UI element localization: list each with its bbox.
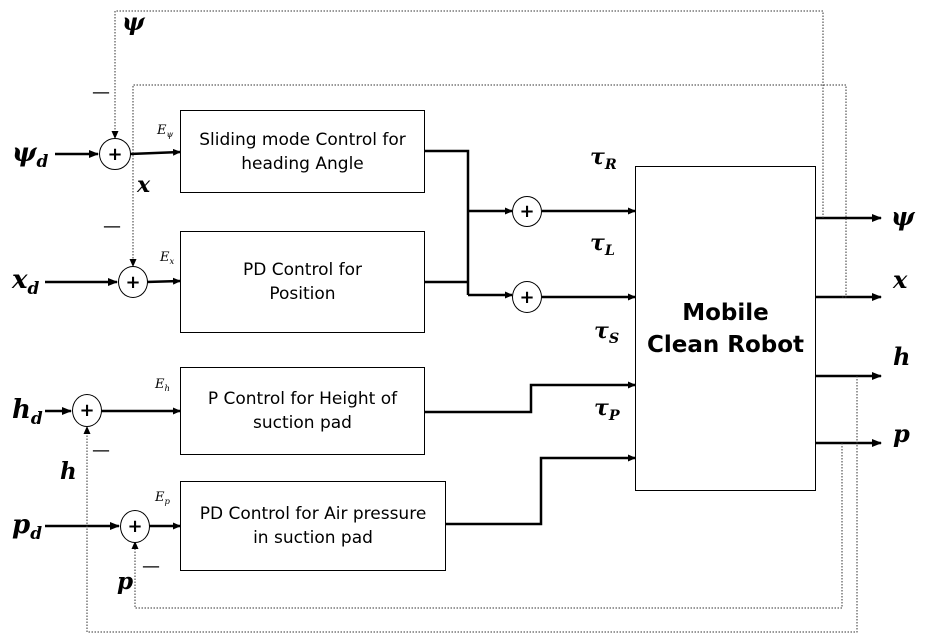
tau-l-label: τL [590, 232, 615, 258]
smc-output-line [425, 149, 470, 295]
minus-sign: — [142, 556, 160, 577]
block-text: Position [269, 284, 336, 304]
block-text: in suction pad [253, 528, 373, 548]
minus-sign: — [92, 82, 110, 103]
sum-junction-h: + [72, 394, 102, 427]
block-text: PD Control for [243, 260, 362, 280]
error-x-label: Ex [160, 251, 174, 265]
error-psi-label: Eψ [157, 124, 173, 138]
p-height-control-block: P Control for Height of suction pad [180, 367, 425, 455]
label-sub: d [30, 407, 43, 428]
block-text: P Control for Height of [207, 389, 398, 409]
label-base: τ [590, 144, 605, 170]
block-text: heading Angle [241, 153, 364, 174]
label-sub: d [27, 277, 40, 298]
label-sub: P [608, 408, 620, 424]
label-sub: d [30, 522, 42, 543]
air-output-line [446, 454, 636, 526]
sum-junction-psi: + [99, 138, 131, 170]
block-text: Sliding mode Control for [199, 129, 406, 150]
feedback-psi-line [111, 10, 824, 218]
label-sub: p [164, 495, 170, 506]
label-sub: d [36, 150, 49, 171]
feedback-h-line [83, 376, 858, 633]
sum-junction-p: + [120, 510, 150, 543]
label-base: ψ [12, 138, 37, 168]
output-p-label: p [893, 419, 910, 448]
label-sub: ψ [166, 128, 174, 139]
minus-sign: — [103, 216, 121, 237]
feedback-x-line [129, 84, 847, 298]
tau-p-label: τP [594, 397, 620, 423]
e-x-line [145, 277, 181, 285]
label-base: τ [594, 318, 609, 344]
pd-air-pressure-control-block: PD Control for Air pressure in suction pa… [180, 481, 446, 571]
feedback-p-line [131, 443, 843, 609]
input-psi-d-label: ψd [12, 140, 48, 170]
feedback-h-label: h [60, 458, 77, 485]
label-sub: S [608, 331, 620, 347]
label-base: E [160, 250, 170, 265]
label-base: x [12, 265, 28, 295]
tau-p-line [425, 381, 636, 414]
output-psi-label: ψ [891, 202, 915, 231]
feedback-x-label: x [137, 172, 151, 198]
label-sub: R [604, 157, 617, 173]
e-psi-line [129, 148, 181, 156]
label-base: τ [590, 230, 605, 256]
feedback-p-label: p [117, 568, 134, 595]
sum-junction-tau-r: + [512, 196, 542, 227]
label-base: E [155, 377, 165, 392]
input-x-d-label: xd [12, 267, 39, 297]
label-sub: x [169, 255, 175, 266]
label-base: p [12, 510, 31, 540]
label-base: E [157, 123, 167, 138]
input-h-d-label: hd [12, 397, 43, 427]
input-p-d-label: pd [12, 512, 42, 542]
error-p-label: Ep [155, 491, 170, 505]
label-sub: h [164, 382, 170, 393]
output-x-label: x [893, 265, 908, 294]
sum-junction-x: + [118, 266, 148, 298]
output-h-label: h [893, 342, 911, 371]
label-base: τ [594, 395, 609, 421]
minus-sign: — [92, 440, 110, 461]
block-text: Clean Robot [646, 331, 805, 358]
block-text: suction pad [253, 413, 352, 433]
sliding-mode-control-block: Sliding mode Control for heading Angle [180, 110, 425, 193]
feedback-psi-label: ψ [122, 7, 145, 36]
block-text: Mobile [682, 299, 769, 326]
tau-r-label: τR [590, 146, 617, 172]
tau-s-label: τS [594, 320, 619, 346]
error-h-label: Eh [155, 378, 170, 392]
sum-junction-tau-l: + [512, 281, 542, 313]
label-sub: L [604, 243, 615, 259]
label-base: h [12, 395, 31, 425]
label-base: E [155, 490, 165, 505]
block-text: PD Control for Air pressure [199, 504, 427, 524]
